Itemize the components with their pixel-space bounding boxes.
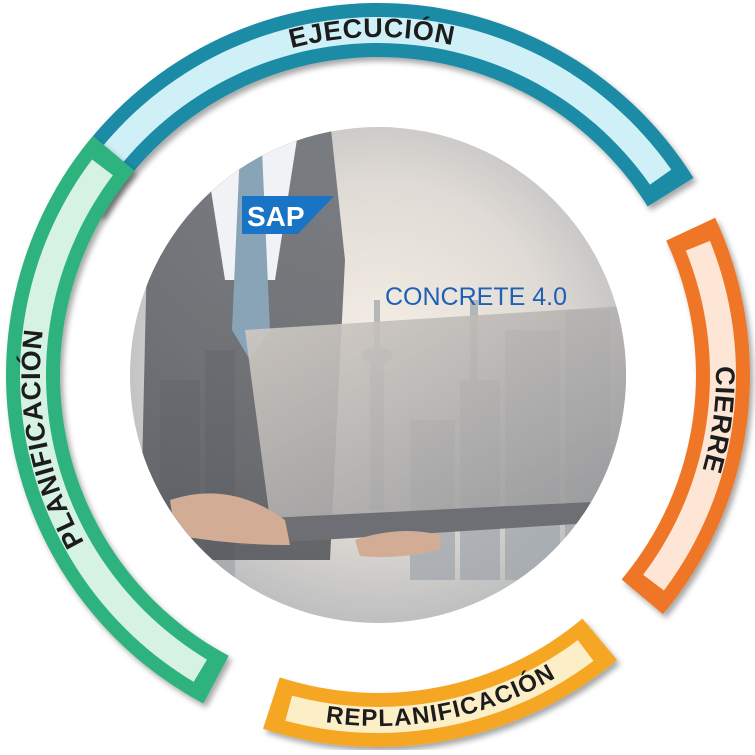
phase-arc-inner-stripe	[643, 240, 736, 591]
phase-arc-2: CIERRE	[621, 217, 750, 615]
phase-arc-inner-stripe	[19, 159, 208, 682]
phase-arc-3: REPLANIFICACIÓN	[263, 618, 618, 747]
phase-arc-band	[263, 618, 618, 747]
phase-arcs: EJECUCIÓNCIERREREPLANIFICACIÓNPLANIFICAC…	[5, 2, 750, 747]
phase-arc-inner-stripe	[285, 640, 594, 733]
sap-logo-text: SAP	[247, 201, 305, 232]
center-photo	[130, 127, 626, 623]
laptop	[230, 305, 626, 545]
center-title: CONCRETE 4.0	[385, 283, 567, 311]
phase-arc-1: EJECUCIÓN	[55, 2, 694, 217]
sap-logo: SAP	[242, 196, 334, 234]
sap-logo-shape	[242, 196, 334, 234]
hands	[170, 493, 440, 558]
phase-arc-inner-stripe	[77, 17, 672, 195]
phase-arc-band	[5, 135, 229, 704]
